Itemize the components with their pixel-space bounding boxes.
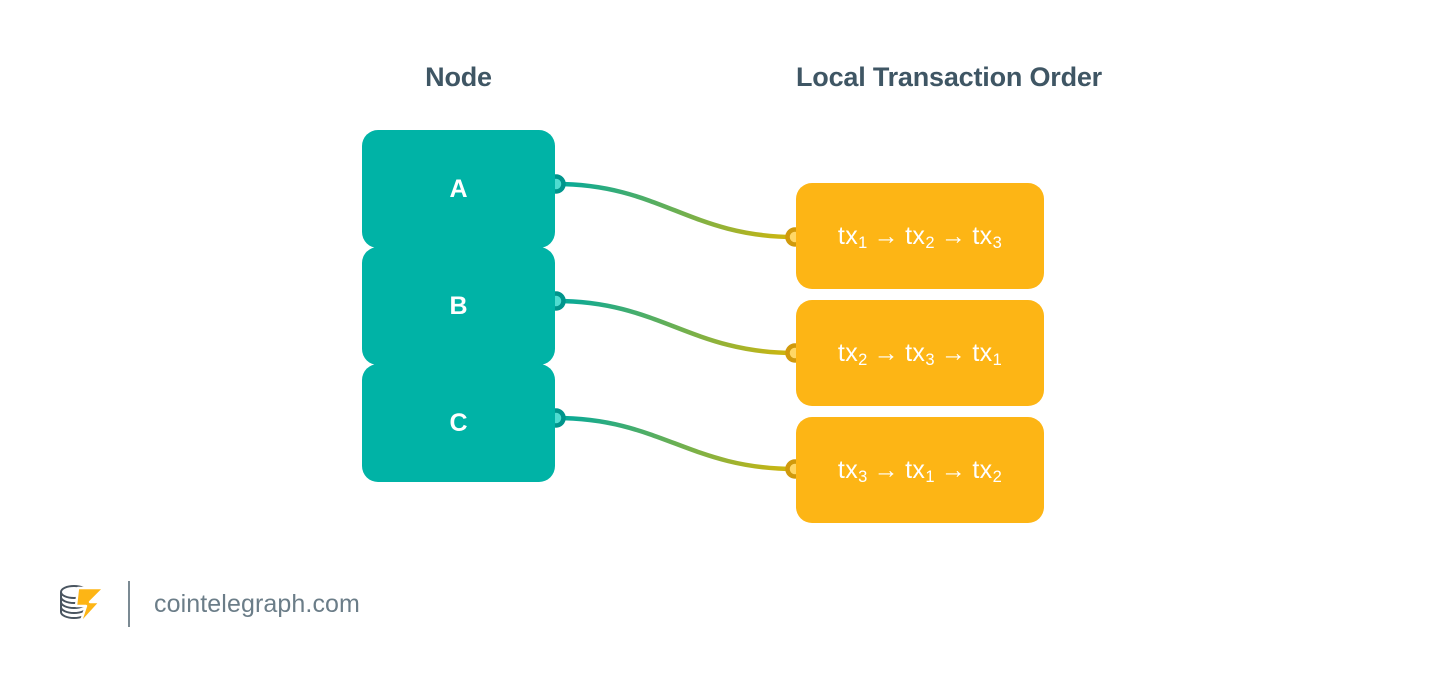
transaction-index: 3: [925, 351, 935, 370]
transaction-index: 1: [992, 351, 1003, 370]
transaction-index: 2: [992, 468, 1003, 487]
connector-path-a: [553, 181, 798, 240]
transaction-order-box-1: tx1→tx2→tx3: [796, 183, 1044, 289]
transaction-id: tx1: [837, 221, 868, 253]
node-label: C: [449, 408, 468, 437]
footer-divider: [128, 581, 130, 627]
transaction-arrow-icon: →: [940, 455, 967, 484]
transaction-id: tx2: [972, 455, 1003, 487]
transaction-id: tx1: [905, 455, 935, 487]
transaction-index: 3: [858, 468, 868, 487]
node-label: B: [449, 291, 468, 320]
transaction-id: tx1: [972, 338, 1003, 370]
node-label: A: [449, 174, 468, 203]
footer-domain-text: cointelegraph.com: [154, 589, 360, 618]
transaction-index: 1: [858, 234, 868, 253]
footer: cointelegraph.com: [54, 575, 360, 633]
transaction-order-box-2: tx2→tx3→tx1: [796, 300, 1044, 406]
transaction-arrow-icon: →: [873, 338, 900, 367]
transaction-arrow-icon: →: [873, 221, 900, 250]
transaction-index: 3: [992, 234, 1003, 253]
transaction-sequence: tx2→tx3→tx1: [837, 338, 1003, 370]
transaction-arrow-icon: →: [940, 221, 967, 250]
transaction-arrow-icon: →: [940, 338, 967, 367]
transaction-index: 1: [925, 468, 935, 487]
transaction-id: tx3: [905, 338, 935, 370]
transaction-index: 2: [925, 234, 935, 253]
node-box-a: A: [362, 130, 555, 248]
connector-path-c: [553, 415, 798, 472]
node-box-c: C: [362, 364, 555, 482]
column-header-node: Node: [425, 62, 492, 92]
transaction-order-box-3: tx3→tx1→tx2: [796, 417, 1044, 523]
transaction-id: tx3: [837, 455, 868, 487]
cointelegraph-logo-icon: [60, 585, 106, 626]
transaction-id: tx2: [905, 221, 935, 253]
node-box-b: B: [362, 247, 555, 365]
transaction-id: tx2: [837, 338, 868, 370]
transaction-index: 2: [858, 351, 868, 370]
transaction-arrow-icon: →: [873, 455, 900, 484]
transaction-id: tx3: [972, 221, 1003, 253]
connector-path-b: [553, 298, 798, 356]
column-header-local-transaction-order: Local Transaction Order: [796, 62, 1102, 92]
transaction-sequence: tx1→tx2→tx3: [837, 221, 1003, 253]
transaction-sequence: tx3→tx1→tx2: [837, 455, 1003, 487]
